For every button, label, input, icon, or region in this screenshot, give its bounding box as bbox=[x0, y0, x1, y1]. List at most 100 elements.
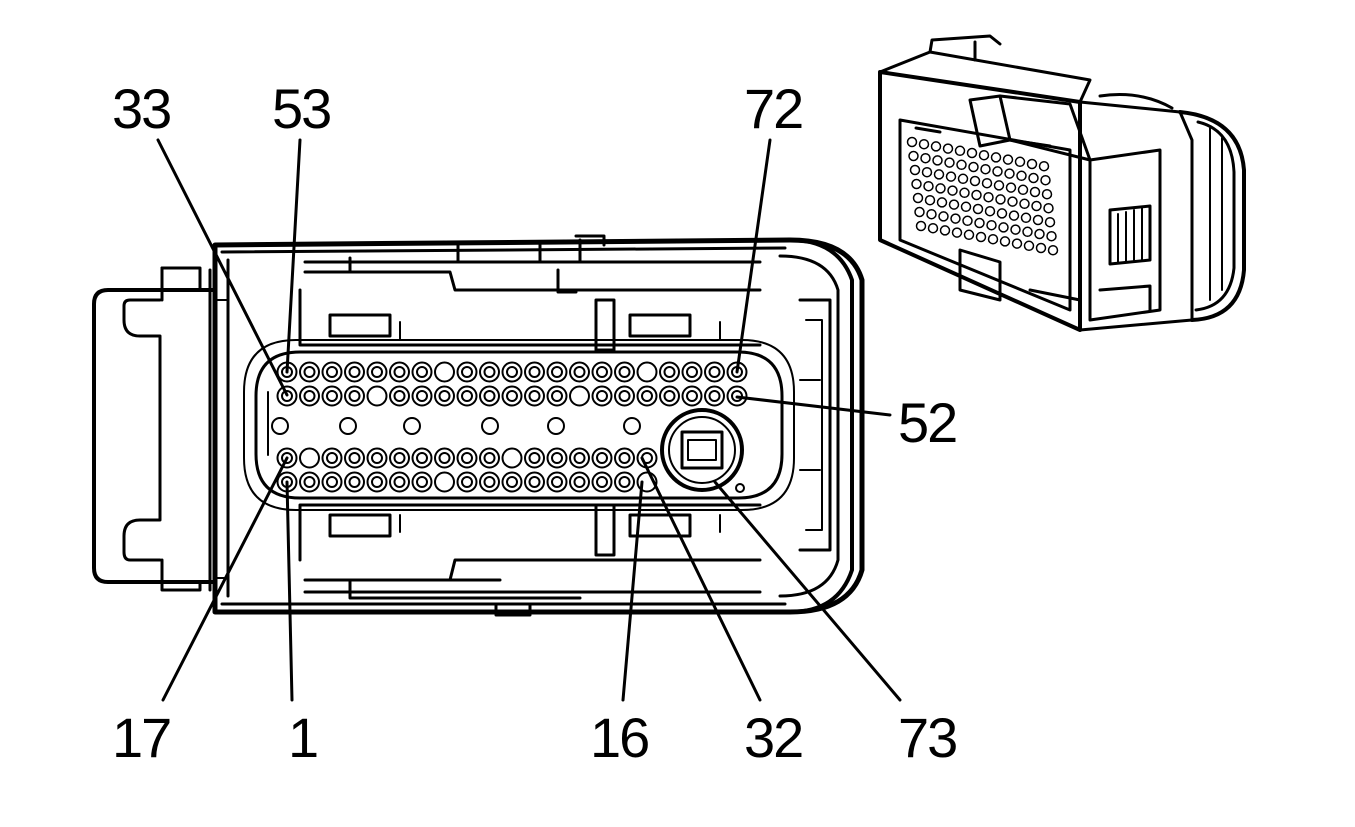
terminal-contact bbox=[618, 476, 631, 488]
isometric-terminal bbox=[924, 194, 936, 206]
terminal-cavity bbox=[389, 447, 410, 469]
terminal-contact bbox=[596, 366, 608, 378]
terminal-cavity bbox=[569, 361, 590, 383]
guide-hole bbox=[339, 417, 357, 435]
terminal-contact bbox=[483, 366, 496, 378]
leader-53 bbox=[285, 138, 302, 374]
terminal-contact bbox=[438, 390, 451, 402]
terminal-cavity bbox=[546, 385, 568, 407]
terminal-cavity bbox=[524, 447, 545, 469]
terminal-contact bbox=[461, 476, 473, 488]
isometric-terminal bbox=[1040, 174, 1051, 186]
terminal-cavity bbox=[389, 471, 410, 493]
terminal-cavity bbox=[501, 385, 523, 407]
terminal-cavity bbox=[524, 385, 545, 407]
terminal-contact bbox=[281, 390, 293, 402]
terminal-cavity bbox=[524, 361, 545, 383]
isometric-terminal bbox=[956, 159, 967, 171]
terminal-cavity bbox=[501, 471, 523, 493]
terminal-cavity bbox=[546, 471, 568, 493]
isometric-terminal bbox=[918, 138, 930, 150]
isometric-terminal bbox=[908, 150, 919, 162]
terminal-contact bbox=[326, 476, 338, 488]
terminal-cavity bbox=[456, 361, 478, 383]
leader-72 bbox=[735, 138, 772, 374]
isometric-terminal bbox=[963, 229, 975, 241]
isometric-terminal bbox=[1046, 230, 1057, 242]
terminal-cavity bbox=[591, 447, 613, 469]
isometric-terminal bbox=[957, 173, 969, 185]
terminal-cavity bbox=[411, 471, 433, 493]
terminal-73-socket bbox=[660, 408, 745, 493]
isometric-terminal bbox=[987, 233, 999, 245]
terminal-contact bbox=[393, 476, 406, 488]
isometric-terminal bbox=[1023, 240, 1035, 252]
terminal-contact bbox=[528, 476, 541, 488]
terminal-cavity bbox=[366, 447, 388, 469]
leader-17 bbox=[161, 456, 289, 702]
isometric-terminal bbox=[926, 208, 937, 220]
terminal-contact bbox=[348, 476, 361, 488]
terminal-cavity bbox=[704, 361, 725, 383]
terminal-cavity bbox=[614, 385, 635, 407]
terminal-cavity bbox=[366, 385, 388, 407]
isometric-terminal bbox=[1022, 226, 1033, 238]
terminal-contact bbox=[483, 452, 496, 464]
terminal-contact bbox=[506, 366, 518, 378]
terminal-cavity bbox=[704, 385, 725, 407]
terminal-contact bbox=[416, 390, 428, 402]
isometric-terminal bbox=[923, 180, 934, 192]
isometric-terminal bbox=[995, 194, 1006, 205]
terminal-contact bbox=[528, 452, 541, 464]
guide-hole bbox=[623, 417, 641, 435]
isometric-terminal bbox=[1016, 170, 1027, 182]
terminal-cavity bbox=[614, 471, 635, 493]
terminal-cavity bbox=[434, 447, 455, 469]
terminal-cavity bbox=[276, 447, 298, 469]
isometric-terminal bbox=[1019, 198, 1030, 210]
terminal-contact bbox=[483, 476, 496, 488]
terminal-cavity bbox=[434, 471, 455, 493]
pin-label-32: 32 bbox=[744, 706, 802, 769]
terminal-cavity bbox=[591, 385, 613, 407]
terminal-cavity bbox=[299, 447, 320, 469]
isometric-terminal bbox=[1029, 186, 1041, 198]
isometric-terminal-grid bbox=[906, 136, 1059, 256]
isometric-terminal bbox=[1031, 200, 1042, 212]
terminal-contact bbox=[551, 476, 563, 488]
isometric-terminal bbox=[1011, 238, 1023, 249]
pin-label-52: 52 bbox=[898, 391, 956, 454]
isometric-terminal bbox=[983, 191, 994, 203]
isometric-terminal bbox=[942, 143, 954, 154]
pin-label-16: 16 bbox=[590, 706, 648, 769]
terminal-contact bbox=[506, 476, 518, 488]
isometric-terminal bbox=[990, 152, 1002, 163]
terminal-cavity bbox=[344, 447, 365, 469]
terminal-cavity bbox=[636, 471, 658, 493]
terminal-contact bbox=[618, 452, 631, 464]
terminal-contact bbox=[326, 452, 338, 464]
guide-hole bbox=[271, 417, 289, 435]
terminal-contact bbox=[618, 390, 631, 402]
terminal-cavity bbox=[456, 447, 478, 469]
terminal-cavity bbox=[726, 385, 748, 407]
leader-lines bbox=[156, 138, 902, 702]
terminal-cavity bbox=[366, 471, 388, 493]
isometric-terminal bbox=[974, 217, 985, 229]
terminal-cavity bbox=[344, 385, 365, 407]
terminal-cavity bbox=[591, 471, 613, 493]
isometric-terminal bbox=[950, 213, 961, 224]
terminal-cavity bbox=[681, 361, 703, 383]
pin-face-outline bbox=[254, 350, 784, 500]
terminal-cavity bbox=[389, 361, 410, 383]
terminal-contact bbox=[393, 390, 406, 402]
isometric-terminal bbox=[933, 169, 945, 180]
isometric-terminal bbox=[1038, 160, 1050, 172]
terminal-cavity bbox=[276, 385, 298, 407]
terminal-cavity bbox=[456, 385, 478, 407]
isometric-terminal bbox=[999, 236, 1011, 247]
isometric-terminal bbox=[912, 192, 924, 204]
terminal-contact bbox=[416, 476, 428, 488]
terminal-cavity bbox=[546, 361, 568, 383]
